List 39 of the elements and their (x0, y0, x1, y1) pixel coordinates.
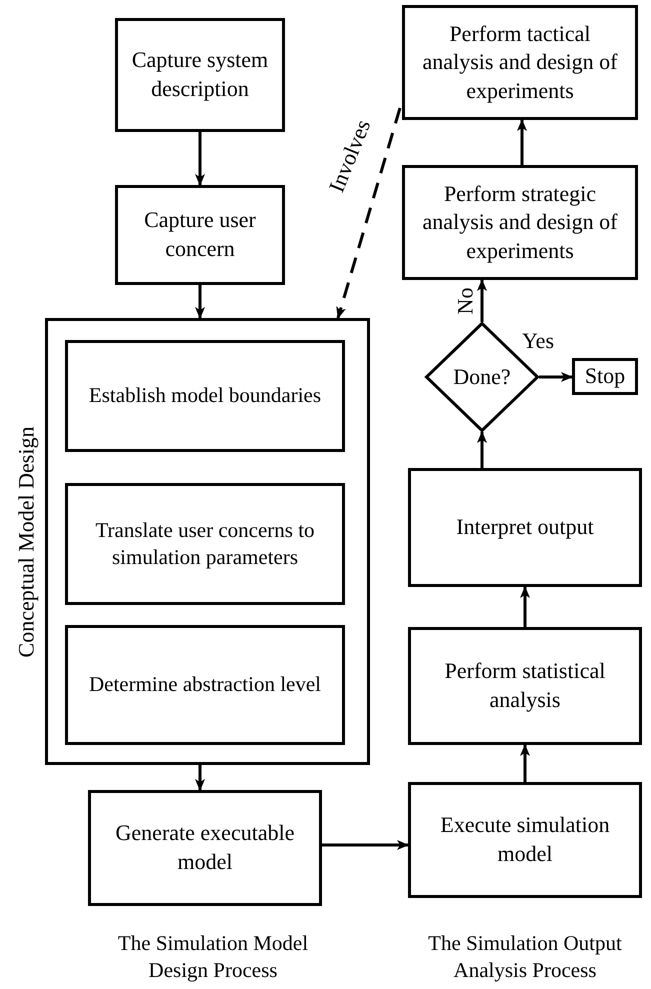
process-box (88, 790, 322, 906)
node-text: Interpret output (456, 513, 594, 542)
node-text: Capture system description (130, 46, 270, 103)
process-box (65, 340, 345, 452)
node-text: Capture user concern (143, 206, 257, 263)
node-text: Determine abstraction level (88, 671, 322, 698)
node-text: Translate user concerns to simulation parameters (94, 516, 316, 571)
arrow (322, 840, 409, 850)
arrow (539, 372, 573, 382)
arrow (517, 119, 527, 165)
node-text: Stop (584, 362, 626, 390)
caption: The Simulation Model Design Process (116, 930, 310, 984)
node-text: Perform tactical analysis and design of experiments (422, 20, 618, 105)
process-box (65, 483, 345, 605)
node-text: Execute simulation model (439, 811, 611, 868)
process-box (402, 165, 638, 280)
decision-text: Done? (453, 364, 511, 390)
process-box (572, 358, 638, 395)
node-text: Perform statistical analysis (444, 657, 606, 714)
process-box (115, 185, 285, 285)
group-label: Conceptual Model Design (12, 425, 40, 659)
arrow (195, 285, 205, 319)
process-box (408, 782, 642, 898)
arrow (477, 279, 487, 322)
process-box (408, 468, 642, 587)
process-box (408, 627, 642, 745)
node-text: Perform strategic analysis and design of experiments (422, 180, 618, 265)
process-box (65, 625, 345, 745)
process-box (115, 18, 285, 132)
arrow (477, 431, 487, 468)
node-text: Generate executable model (114, 819, 296, 876)
node-text: Establish model boundaries (88, 382, 322, 410)
arrow (520, 586, 530, 627)
arrow (195, 765, 205, 791)
caption: The Simulation Output Analysis Process (427, 930, 623, 984)
arrow (520, 744, 530, 782)
process-box (402, 5, 638, 120)
arrow (336, 108, 402, 319)
arrow (195, 132, 205, 186)
